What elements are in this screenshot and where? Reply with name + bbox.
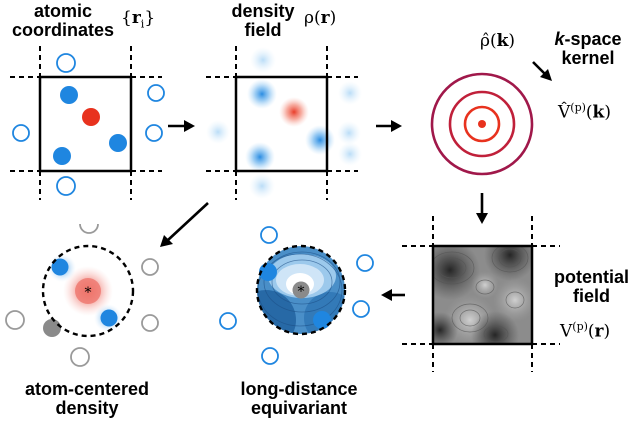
arrow-kernel-label (532, 61, 552, 81)
periodic-boundaries (206, 46, 358, 200)
unit-cell-box (431, 244, 534, 346)
atom-blue (100, 309, 118, 327)
atom-red-central (82, 108, 100, 126)
inner-atoms: * (259, 263, 331, 329)
label-atomic-coordinates: atomic coordinates (11, 1, 115, 40)
kernel-center (478, 120, 486, 128)
math-v-hat-k: V̂(p)(k) (558, 101, 611, 123)
kernel-ring-middle (448, 90, 516, 158)
label-density-field: density field (231, 1, 295, 40)
flow-arrows (160, 61, 552, 301)
outer-image-atoms (219, 226, 374, 365)
atom-blue (51, 258, 69, 276)
label-atom-centered-density: atom-centered density (24, 379, 150, 418)
math-rho-hat-k: ρ̂(k) (480, 31, 516, 51)
atom-blue (60, 86, 78, 104)
unit-cell-box (234, 75, 329, 173)
panel-kspace-kernel (430, 72, 534, 176)
atoms-in-cell (53, 86, 127, 165)
arrow-density-to-atom-centered (160, 202, 209, 247)
atom-gray (43, 319, 61, 337)
atom-blue (109, 134, 127, 152)
panel-density-field (206, 46, 362, 200)
arrow-coords-to-density (168, 120, 195, 132)
arrow-density-to-kspace (376, 120, 402, 132)
cutoff-circle (255, 244, 347, 336)
panel-potential-field (402, 216, 560, 372)
arrow-kspace-to-potential (476, 193, 488, 224)
periodic-boundaries (10, 46, 162, 200)
math-rho-r: ρ(r) (304, 8, 337, 28)
panel-long-distance-equivariant: * (219, 226, 374, 365)
unit-cell-box (38, 75, 133, 173)
center-marker: * (298, 284, 305, 300)
math-r-i: {ri} (121, 8, 156, 31)
atom-blue (53, 147, 71, 165)
potential-map (433, 246, 532, 344)
cutoff-circle (41, 244, 135, 338)
label-kspace-kernel: k-space kernel (554, 29, 622, 68)
periodic-image-atoms (12, 53, 165, 196)
kernel-ring-inner (463, 105, 501, 143)
periodic-boundaries (402, 216, 560, 372)
arrow-potential-to-equivariant (381, 289, 405, 301)
panel-atom-centered-density: * (5, 223, 159, 367)
kernel-ring-outer (430, 72, 534, 176)
label-potential-field: potential field (554, 267, 629, 306)
center-marker: * (85, 285, 92, 301)
density-blobs (206, 47, 362, 199)
math-v-r: V(p)(r) (560, 320, 611, 342)
label-long-distance-equivariant: long-distance equivariant (240, 379, 358, 418)
outer-neighbor-atoms (5, 223, 159, 367)
panel-atomic-coordinates (10, 46, 165, 200)
